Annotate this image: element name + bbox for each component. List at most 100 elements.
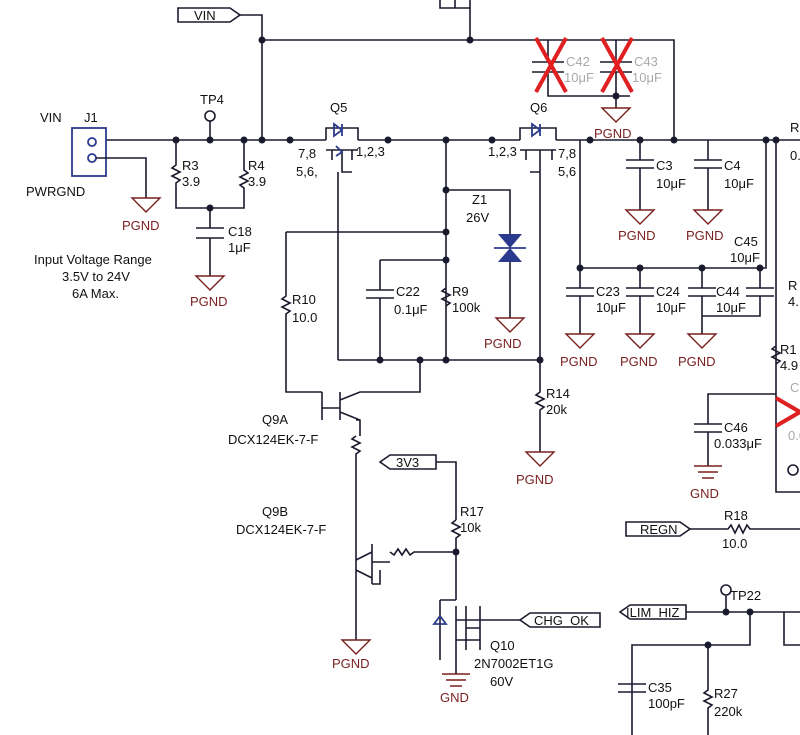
- svg-text:10μF: 10μF: [632, 70, 662, 85]
- svg-text:10μF: 10μF: [724, 176, 754, 191]
- svg-text:10μF: 10μF: [656, 176, 686, 191]
- svg-text:PGND: PGND: [594, 126, 632, 141]
- capacitor-c22: C22 0.1μF: [366, 259, 446, 360]
- svg-text:PWRGND: PWRGND: [26, 184, 85, 199]
- svg-text:C22: C22: [396, 284, 420, 299]
- svg-text:3.9: 3.9: [248, 174, 266, 189]
- capacitor-c43: PGND C43 10μF: [594, 37, 662, 141]
- svg-text:J1: J1: [84, 110, 98, 125]
- testpoint-tp4: TP4: [200, 92, 224, 140]
- svg-text:ILIM_HIZ: ILIM_HIZ: [626, 605, 680, 620]
- svg-text:C35: C35: [648, 680, 672, 695]
- svg-text:C23: C23: [596, 284, 620, 299]
- svg-text:26V: 26V: [466, 210, 489, 225]
- svg-text:PGND: PGND: [686, 228, 724, 243]
- capacitor-c18: PGND C18 1μF: [190, 208, 252, 309]
- svg-text:C4: C4: [724, 158, 741, 173]
- testpoint-tp22: TP22: [720, 584, 761, 603]
- resistor-r10: R10 10.0: [280, 231, 446, 393]
- zener-z1: Z1 26V PGND: [466, 192, 526, 351]
- svg-text:C43: C43: [634, 54, 658, 69]
- svg-text:C46: C46: [724, 420, 748, 435]
- svg-text:60V: 60V: [490, 674, 513, 689]
- svg-text:TP22: TP22: [730, 588, 761, 603]
- svg-text:0.: 0.: [790, 148, 800, 163]
- net-flag-vin-top: VIN: [177, 7, 263, 140]
- svg-text:C: C: [790, 380, 799, 395]
- mosfet-q5: Q5 7,8 5,6, 1,2,3: [296, 100, 385, 360]
- junction-dots: [172, 36, 780, 649]
- capacitor-c45: C45 10μF: [730, 234, 760, 265]
- svg-text:R3: R3: [182, 158, 199, 173]
- svg-text:PGND: PGND: [620, 354, 658, 369]
- svg-text:3.9: 3.9: [182, 174, 200, 189]
- note-input-range: Input Voltage Range 3.5V to 24V 6A Max.: [34, 252, 152, 301]
- svg-text:7,8: 7,8: [298, 146, 316, 161]
- svg-text:20k: 20k: [546, 402, 567, 417]
- capacitor-c23: PGND C23 10μF: [560, 268, 626, 369]
- wire-right-bus: [579, 140, 800, 493]
- svg-text:10k: 10k: [460, 520, 481, 535]
- svg-text:0.033μF: 0.033μF: [714, 436, 762, 451]
- resistor-r17: R17 10k: [450, 504, 484, 600]
- svg-text:C3: C3: [656, 158, 673, 173]
- svg-text:Q5: Q5: [330, 100, 347, 115]
- svg-text:220k: 220k: [714, 704, 743, 719]
- svg-text:10μF: 10μF: [564, 70, 594, 85]
- wire-top-stub: [439, 0, 471, 40]
- svg-text:R: R: [788, 278, 797, 293]
- transistor-q9b: Q9B DCX124EK-7-F PGND: [236, 504, 456, 671]
- transistor-q9a: Q9A DCX124EK-7-F: [228, 360, 421, 560]
- svg-text:5,6,: 5,6,: [296, 164, 318, 179]
- svg-text:PGND: PGND: [332, 656, 370, 671]
- svg-text:10μF: 10μF: [716, 300, 746, 315]
- cut-labels-right: R 0. R 4. R1 4.9 C 0.0: [770, 120, 800, 476]
- svg-text:R17: R17: [460, 504, 484, 519]
- svg-text:10.0: 10.0: [292, 310, 317, 325]
- connector-j1: VIN J1 PWRGND PGND: [26, 110, 162, 233]
- svg-text:R14: R14: [546, 386, 570, 401]
- svg-text:GND: GND: [690, 486, 719, 501]
- svg-text:CHG_OK: CHG_OK: [534, 613, 589, 628]
- svg-text:C45: C45: [734, 234, 758, 249]
- capacitor-c35: C35 100pF: [618, 680, 685, 711]
- svg-text:DCX124EK-7-F: DCX124EK-7-F: [228, 432, 318, 447]
- resistor-r18: R18 10.0: [690, 508, 800, 551]
- svg-text:Input Voltage Range: Input Voltage Range: [34, 252, 152, 267]
- svg-text:3.5V to 24V: 3.5V to 24V: [62, 269, 130, 284]
- svg-text:100pF: 100pF: [648, 696, 685, 711]
- svg-text:PGND: PGND: [484, 336, 522, 351]
- svg-text:C18: C18: [228, 224, 252, 239]
- svg-text:Q10: Q10: [490, 638, 515, 653]
- resistor-r27: R27 220k: [702, 645, 743, 735]
- svg-text:VIN: VIN: [194, 8, 216, 23]
- svg-text:PGND: PGND: [560, 354, 598, 369]
- resistor-r4: R4 3.9: [248, 158, 266, 189]
- svg-text:5,6: 5,6: [558, 164, 576, 179]
- resistor-r9: R9 100k: [440, 284, 481, 315]
- svg-text:0.1μF: 0.1μF: [394, 302, 428, 317]
- net-flag-chg-ok: CHG_OK: [518, 612, 601, 628]
- svg-text:Q6: Q6: [530, 100, 547, 115]
- net-flag-regn: REGN: [625, 521, 692, 537]
- resistor-r14: PGND R14 20k: [516, 360, 570, 487]
- svg-text:7,8: 7,8: [558, 146, 576, 161]
- svg-text:PGND: PGND: [190, 294, 228, 309]
- mosfet-q6: Q6 1,2,3 7,8 5,6: [488, 100, 576, 360]
- svg-text:GND: GND: [440, 690, 469, 705]
- svg-text:R4: R4: [248, 158, 265, 173]
- svg-text:C24: C24: [656, 284, 680, 299]
- net-flag-ilim-hiz: ILIM_HIZ: [618, 596, 800, 735]
- mosfet-q10: Q10 2N7002ET1G 60V GND: [432, 599, 554, 705]
- capacitor-c46: GND C46 0.033μF: [690, 393, 776, 501]
- svg-text:1,2,3: 1,2,3: [356, 144, 385, 159]
- svg-text:R10: R10: [292, 292, 316, 307]
- svg-text:DCX124EK-7-F: DCX124EK-7-F: [236, 522, 326, 537]
- svg-text:PGND: PGND: [618, 228, 656, 243]
- svg-text:Q9B: Q9B: [262, 504, 288, 519]
- svg-text:R27: R27: [714, 686, 738, 701]
- svg-text:TP4: TP4: [200, 92, 224, 107]
- svg-text:PGND: PGND: [678, 354, 716, 369]
- svg-text:R: R: [790, 120, 799, 135]
